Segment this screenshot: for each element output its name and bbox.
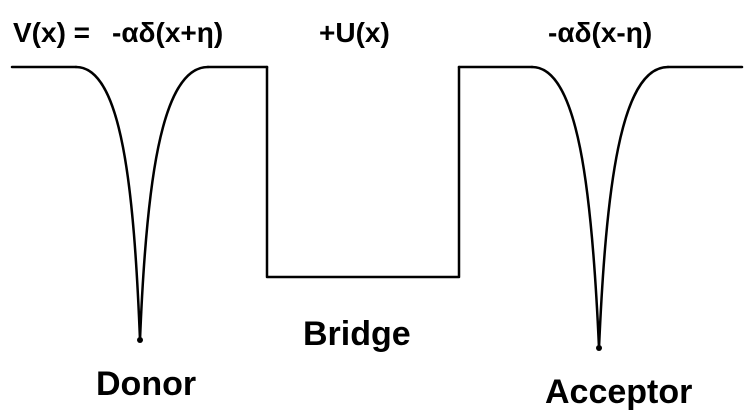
acceptor-term-label: -αδ(x-η) [548, 17, 652, 48]
bridge-well [265, 65, 461, 279]
acceptor-tip-dot [596, 345, 602, 351]
bridge-label: Bridge [303, 315, 411, 353]
acceptor-label: Acceptor [545, 373, 692, 411]
donor-well [74, 65, 210, 342]
donor-tip-dot [137, 337, 143, 343]
acceptor-well [530, 65, 670, 350]
potential-label: V(x) = [13, 17, 90, 48]
bridge-term-label: +U(x) [319, 17, 390, 48]
donor-label: Donor [96, 365, 196, 403]
potential-curve [10, 65, 744, 351]
donor-term-label: -αδ(x+η) [112, 17, 223, 48]
